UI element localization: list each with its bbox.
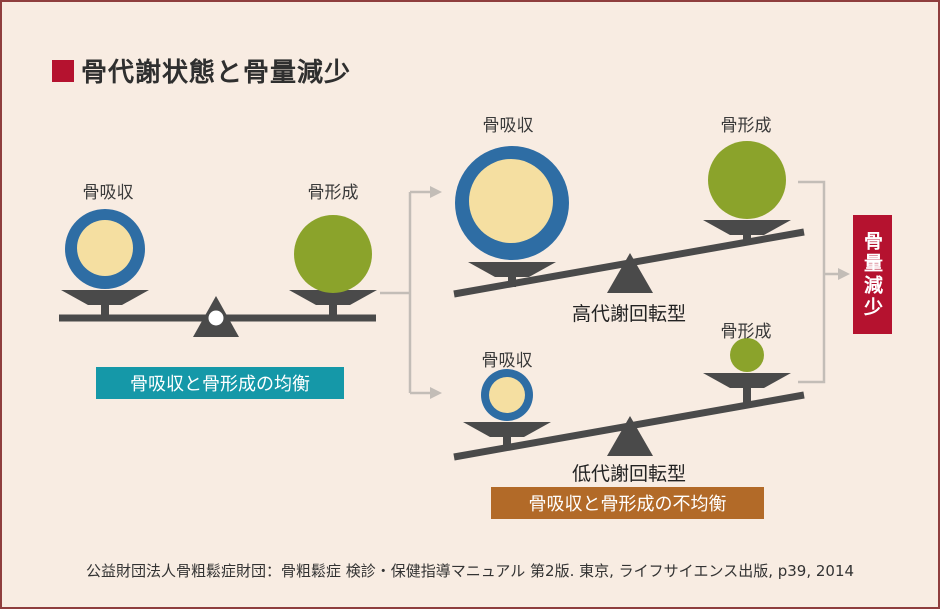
left-pan-stem [503, 436, 511, 450]
arrow-to-low-turnover-icon [430, 387, 442, 399]
resorption-core [469, 159, 553, 243]
imbalance-caption-badge: 骨吸収と骨形成の不均衡 [491, 487, 764, 519]
right-pan [703, 220, 791, 235]
high-turnover-seesaw [453, 141, 805, 298]
balanced-resorption-label: 骨吸収 [82, 183, 134, 203]
bone-loss-result-badge: 骨量減少 [853, 215, 892, 334]
title-bullet-icon [52, 59, 74, 82]
arrow-to-result-icon [838, 268, 850, 280]
left-pan [468, 262, 556, 277]
left-pan [463, 422, 551, 437]
right-pan-stem [743, 234, 751, 245]
low-turnover-caption: 低代謝回転型 [571, 463, 687, 485]
left-pan-stem [508, 276, 516, 287]
balance-caption-badge: 骨吸収と骨形成の均衡 [96, 367, 344, 399]
right-pan-stem [743, 387, 751, 406]
pivot-dot [208, 310, 224, 326]
arrow-to-high-turnover-icon [430, 186, 442, 198]
right-pan-stem [329, 304, 337, 319]
left-pan-stem [101, 304, 109, 319]
fulcrum [607, 253, 653, 293]
balanced-seesaw [59, 209, 377, 337]
source-citation: 公益財団法人骨粗鬆症財団：骨粗鬆症 検診・保健指導マニュアル 第2版. 東京, … [85, 562, 855, 580]
high-turnover-formation-label: 骨形成 [720, 116, 772, 136]
balanced-formation-label: 骨形成 [307, 183, 359, 203]
right-pan [289, 290, 377, 305]
formation-circle [730, 338, 764, 372]
low-turnover-seesaw [453, 338, 805, 461]
low-turnover-resorption-label: 骨吸収 [481, 351, 533, 371]
resorption-core [489, 377, 525, 413]
formation-circle [294, 215, 372, 293]
formation-circle [708, 141, 786, 219]
merge-connector [798, 180, 838, 384]
resorption-core [77, 220, 133, 276]
high-turnover-resorption-label: 骨吸収 [482, 116, 534, 136]
page-title: 骨代謝状態と骨量減少 [52, 52, 351, 89]
split-connector [380, 190, 430, 395]
right-pan [703, 373, 791, 388]
fulcrum [607, 416, 653, 456]
left-pan [61, 290, 149, 305]
low-turnover-formation-label: 骨形成 [720, 322, 772, 342]
high-turnover-caption: 高代謝回転型 [571, 303, 687, 325]
title-text: 骨代謝状態と骨量減少 [81, 58, 352, 88]
